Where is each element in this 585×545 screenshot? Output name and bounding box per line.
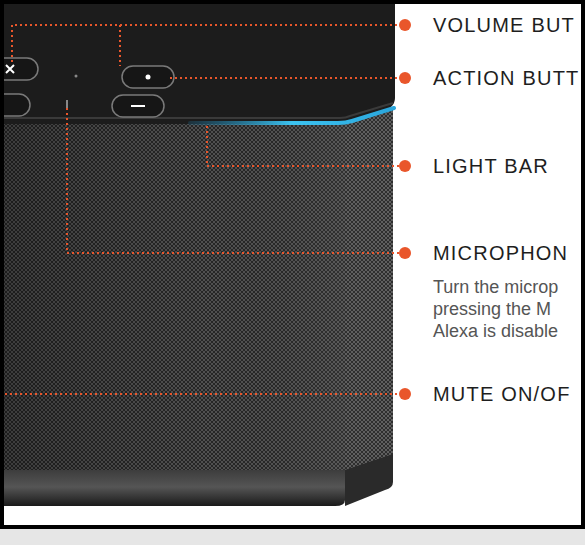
leader-line (12, 25, 400, 62)
action-button (122, 66, 174, 88)
speaker-top-edge (0, 103, 393, 118)
microphone-hole (75, 75, 78, 78)
callout-label: ACTION BUTT (433, 66, 580, 90)
leader-dot (399, 160, 411, 172)
callout-label: LIGHT BAR (433, 154, 549, 178)
leader-line (170, 77, 400, 79)
callout-note: Turn the microp pressing the M Alexa is … (433, 276, 583, 342)
leader-line (207, 126, 400, 166)
leader-dot (399, 72, 411, 84)
leader-lines (0, 25, 400, 394)
speaker-base-front (0, 468, 345, 506)
light-bar (190, 108, 394, 123)
leader-dot (399, 247, 411, 259)
speaker-front-shade (0, 124, 345, 470)
volume-up-button (0, 58, 38, 80)
speaker-top (0, 0, 395, 124)
leader-line (0, 393, 400, 395)
button-icon (131, 105, 145, 107)
leader-dot (399, 388, 411, 400)
callout-label: MICROPHON (433, 241, 568, 265)
callout-label: MUTE ON/OF (433, 382, 571, 406)
button-icon (6, 65, 14, 73)
button-icon (146, 75, 151, 80)
volume-down-button (0, 94, 30, 116)
callout-label: VOLUME BUT (433, 13, 575, 37)
mute-button (112, 95, 164, 117)
microphone-hole (66, 100, 68, 108)
image-frame (2, 2, 583, 527)
leader-dots (399, 19, 411, 400)
speaker-side-mesh (345, 109, 393, 470)
leader-line (67, 108, 400, 253)
leader-line (119, 25, 121, 66)
leader-dot (399, 19, 411, 31)
speaker-front-mesh (0, 124, 345, 470)
frame-shadow (0, 529, 585, 545)
